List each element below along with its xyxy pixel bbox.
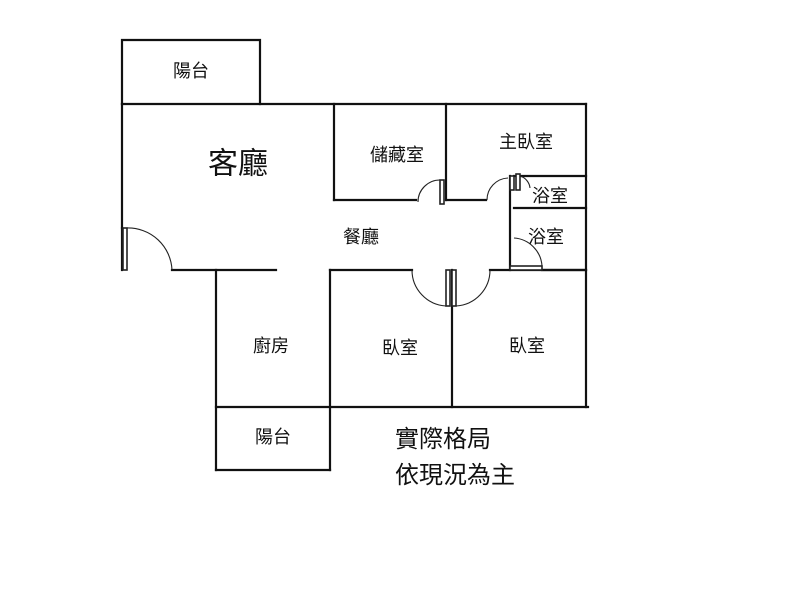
- label-balcony-top: 陽台: [173, 61, 209, 82]
- master-bedroom-door: [486, 175, 515, 201]
- storage-door: [417, 179, 445, 205]
- label-dining: 餐廳: [343, 227, 379, 248]
- label-bath-2: 浴室: [528, 227, 564, 248]
- note-line-1: 實際格局: [395, 425, 491, 453]
- bedroom-mid-door: [411, 269, 451, 307]
- storage-walls: [332, 102, 448, 202]
- entrance-door: [122, 227, 173, 271]
- label-storage: 儲藏室: [370, 145, 424, 166]
- label-bath-1: 浴室: [532, 186, 568, 207]
- master-bath-walls: [444, 174, 588, 272]
- bath-door-bottom: [509, 237, 543, 271]
- label-bedroom-right: 臥室: [509, 336, 545, 357]
- bath-door-top: [515, 173, 531, 191]
- label-master-bedroom: 主臥室: [499, 132, 553, 153]
- label-balcony-bottom: 陽台: [255, 427, 291, 448]
- label-living-room: 客廳: [208, 147, 268, 182]
- balcony-top-walls: [120, 38, 262, 106]
- outer-walls: [120, 102, 590, 472]
- note-line-2: 依現況為主: [395, 461, 515, 489]
- label-bedroom-mid: 臥室: [382, 338, 418, 359]
- label-kitchen: 廚房: [253, 335, 289, 357]
- bedroom-right-door: [451, 269, 491, 307]
